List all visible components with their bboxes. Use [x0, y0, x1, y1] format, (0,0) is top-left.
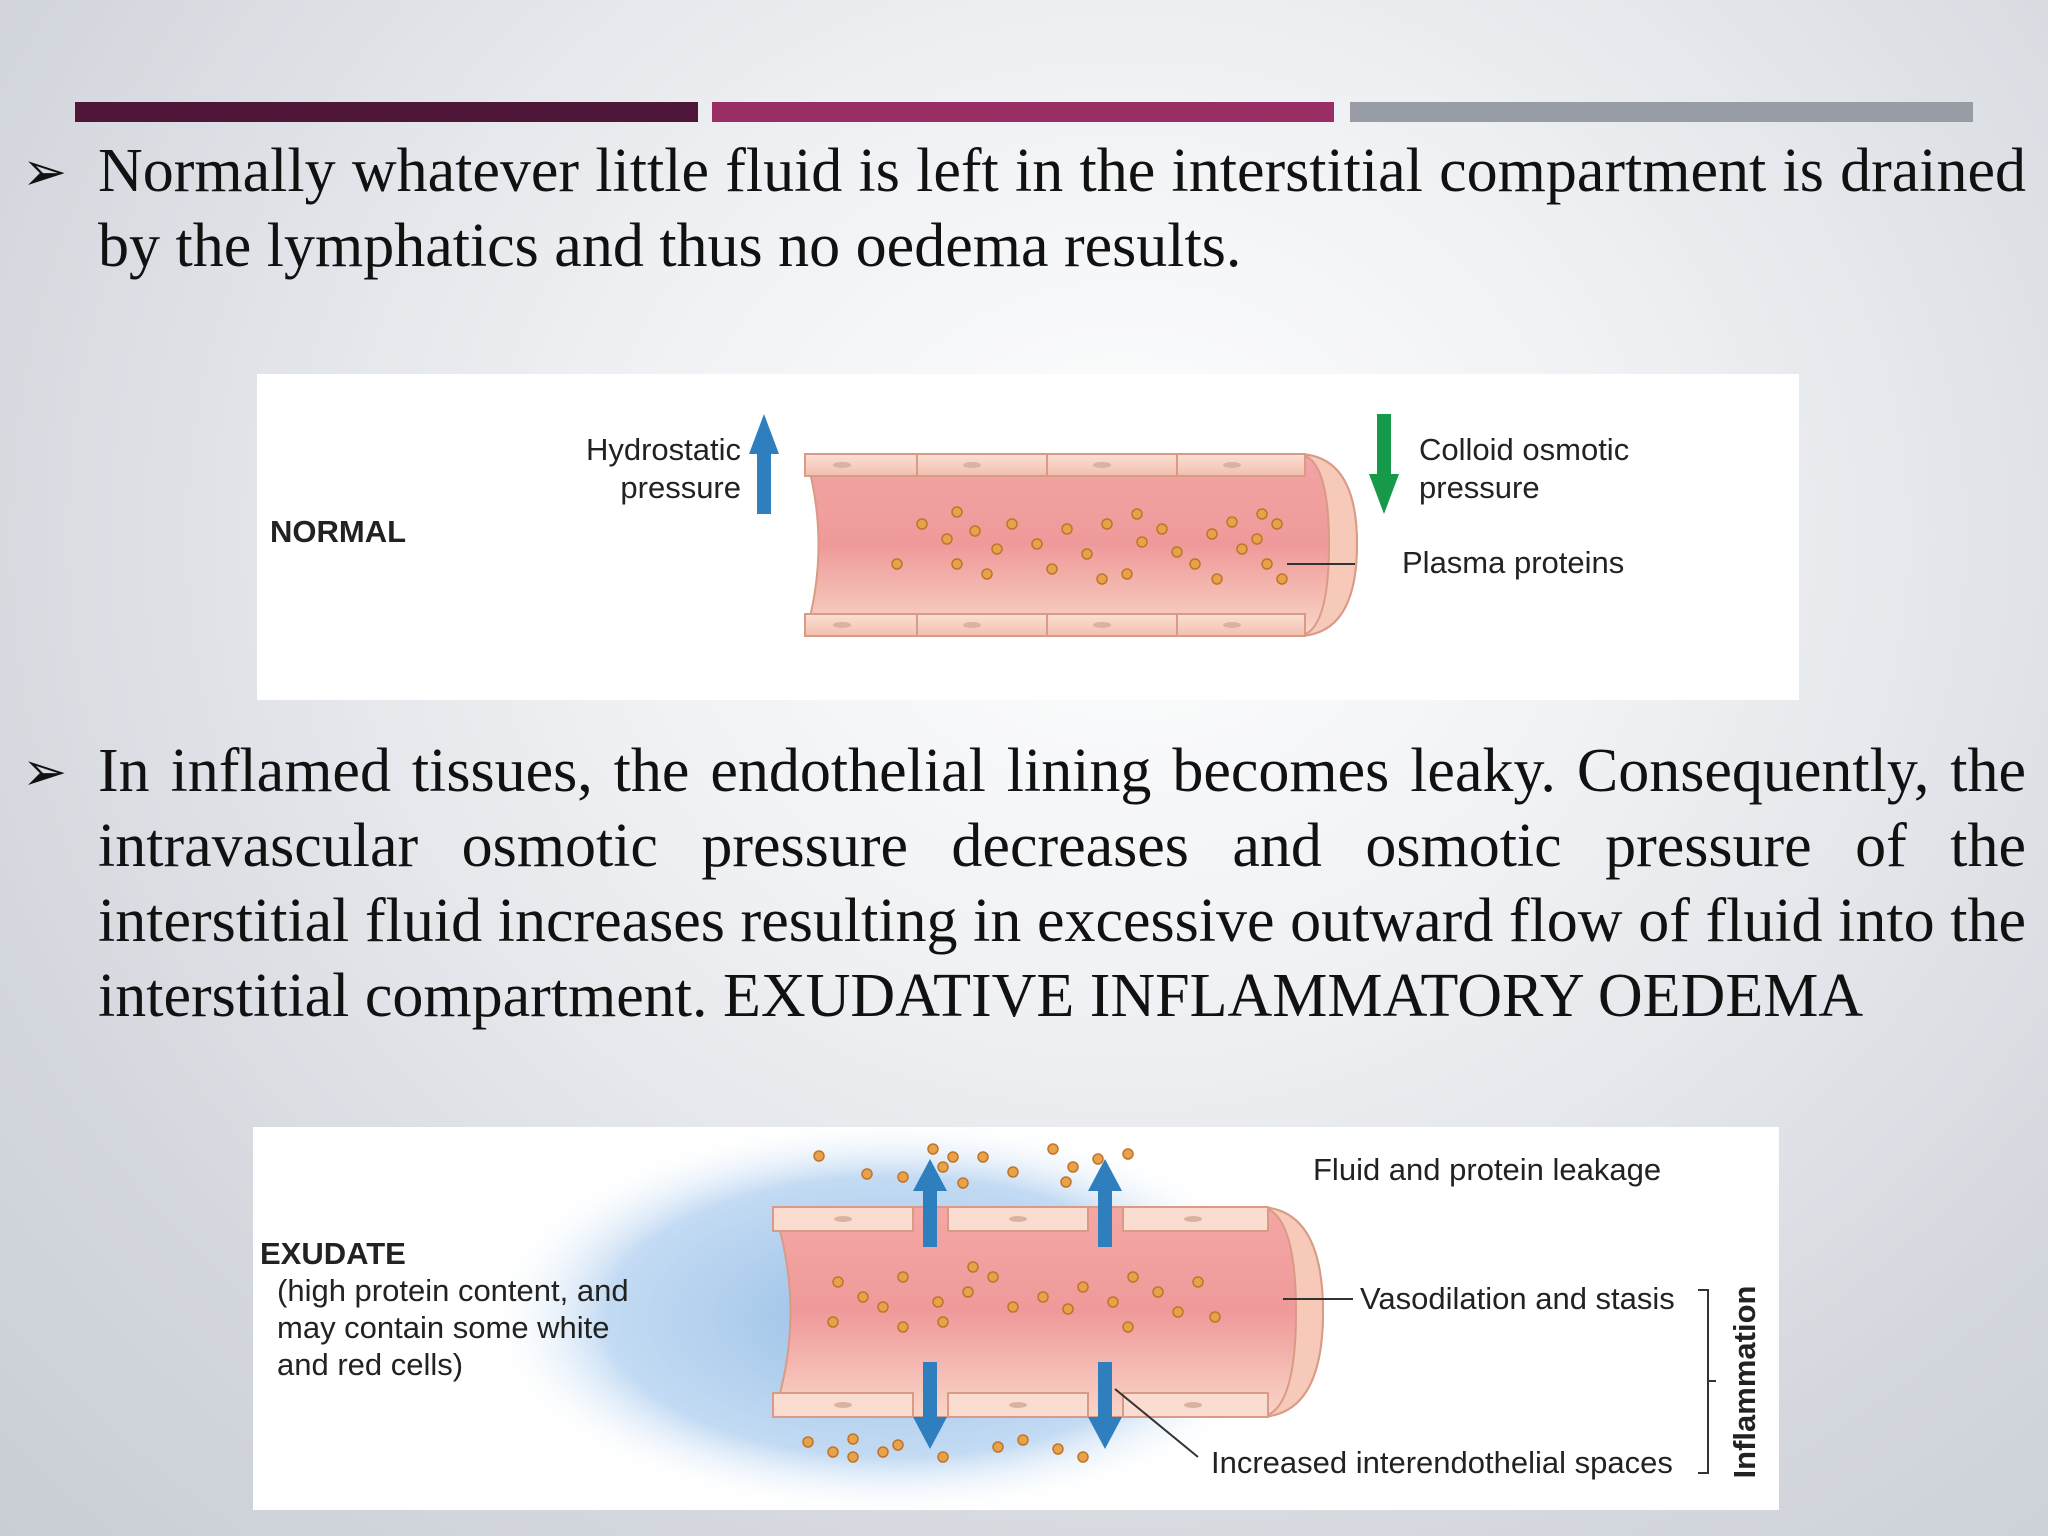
- figure-exudate: EXUDATE (high protein content, and may c…: [253, 1127, 1779, 1510]
- exudate-desc-1: (high protein content, and: [277, 1273, 629, 1308]
- leakage-label: Fluid and protein leakage: [1313, 1152, 1662, 1187]
- hydrostatic-label-1: Hydrostatic: [585, 432, 741, 467]
- hydrostatic-arrow-icon: [749, 414, 779, 514]
- leak-down-arrow-icon: [913, 1362, 1122, 1449]
- vessel-normal-diagram: [749, 414, 1399, 637]
- vasodilation-label: Vasodilation and stasis: [1360, 1281, 1675, 1316]
- bullet-arrow-icon: ➢: [22, 740, 68, 803]
- exudate-title: EXUDATE: [260, 1236, 406, 1271]
- paragraph-inflamed: In inflamed tissues, the endothelial lin…: [98, 737, 2026, 1030]
- decor-bar-gray: [1350, 102, 1973, 122]
- leak-up-arrow-icon: [913, 1159, 1122, 1247]
- figure-normal: NORMAL Hydrostatic pressure Colloid osmo…: [257, 374, 1799, 700]
- hydrostatic-label-2: pressure: [620, 470, 741, 505]
- paragraph-normal: Normally whatever little fluid is left i…: [98, 137, 2026, 280]
- bullet-arrow-icon: ➢: [22, 140, 68, 203]
- normal-title: NORMAL: [270, 514, 407, 549]
- inflammation-label: Inflammation: [1727, 1285, 1762, 1479]
- plasma-protein-dots: [891, 506, 1288, 585]
- decor-bar-magenta: [712, 102, 1334, 122]
- plasma-proteins-label: Plasma proteins: [1402, 545, 1625, 580]
- spaces-label: Increased interendothelial spaces: [1211, 1445, 1673, 1480]
- exudate-desc-2: may contain some white: [277, 1310, 610, 1345]
- colloid-label-2: pressure: [1419, 470, 1540, 505]
- vessel-exudate-diagram: [483, 1127, 1716, 1510]
- colloid-arrow-icon: [1369, 414, 1399, 514]
- decor-bar-dark: [75, 102, 698, 122]
- exudate-desc-3: and red cells): [277, 1347, 464, 1382]
- colloid-label-1: Colloid osmotic: [1419, 432, 1630, 467]
